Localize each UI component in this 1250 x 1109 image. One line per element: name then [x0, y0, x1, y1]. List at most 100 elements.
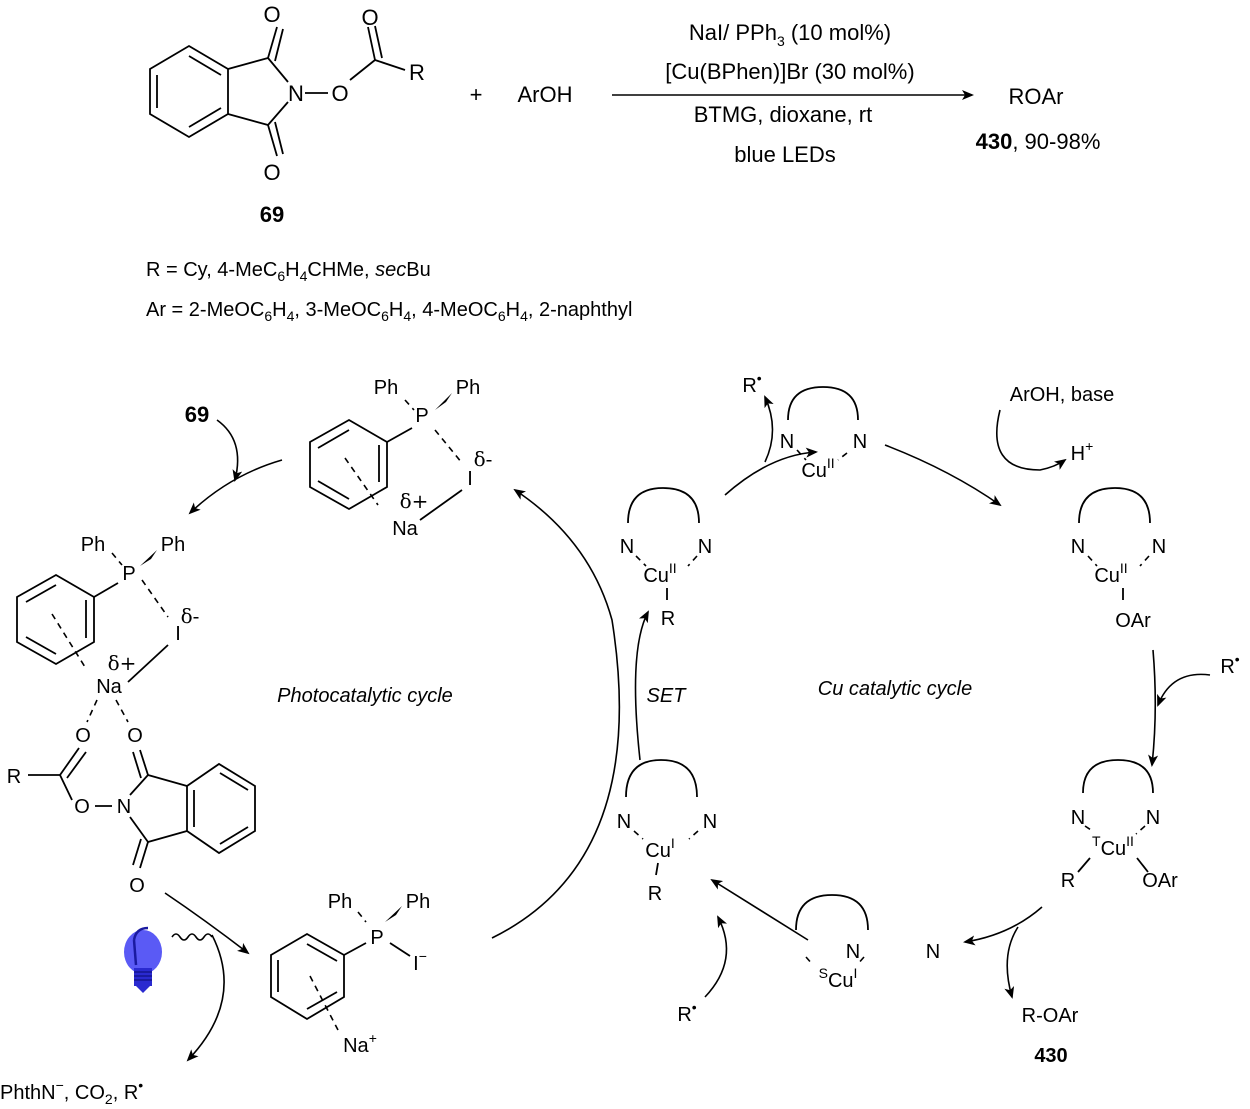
aroh-base-label: ArOH, base: [1010, 384, 1114, 406]
atom-o: O: [74, 796, 90, 818]
cu-cycle-arrow-3: [1148, 649, 1159, 767]
pph3-radical-anion-complex: P Ph Ph I− Na+: [270, 891, 430, 1057]
radical-capture-arrow: [704, 915, 728, 998]
copper-triplet-center: TCuII: [1092, 833, 1134, 860]
aryloxide: OAr: [1115, 610, 1151, 632]
atom-p: P: [370, 927, 383, 949]
set-label: SET: [647, 685, 688, 707]
plus-sign: +: [470, 82, 483, 107]
phenyl-label: Ph: [456, 377, 480, 399]
photocatalytic-cycle-label: Photocatalytic cycle: [277, 685, 453, 707]
proton-release-arrow: [996, 409, 1067, 471]
copper-i-center: CuI: [645, 835, 674, 862]
atom-n: N: [780, 431, 794, 453]
ar-substituents: Ar = 2-MeOC6H4, 3-MeOC6H4, 4-MeOC6H4, 2-…: [146, 299, 632, 324]
atom-o: O: [361, 5, 378, 30]
condition-base-solvent: BTMG, dioxane, rt: [694, 102, 873, 127]
cu-ii-aryloxide-complex: N N CuII OAr: [1071, 487, 1166, 632]
cu-iii-triplet-complex: N N TCuII R OAr: [1061, 759, 1178, 892]
atom-n: N: [853, 431, 867, 453]
atom-n: N: [288, 81, 304, 106]
blue-light-bulb-icon: [124, 926, 162, 993]
set-arrow: [634, 610, 649, 761]
atom-n: N: [620, 536, 634, 558]
atom-na: Na: [96, 676, 122, 698]
r-substituents: R = Cy, 4-MeC6H4CHMe, secBu: [146, 259, 431, 284]
atom-p: P: [122, 563, 135, 585]
partial-negative-charge: δ-: [181, 604, 200, 628]
cu-i-alkyl-complex: N N CuI R: [617, 759, 717, 905]
atom-na: Na: [392, 518, 418, 540]
atom-n: N: [1071, 807, 1085, 829]
pph3-nai-complex-top: P Ph Ph I δ- δ+ Na: [309, 377, 493, 540]
pph3-nai-69-complex: P Ph Ph I δ- δ+ Na O O R O N O: [7, 534, 256, 897]
product-yield: 430, 90-98%: [976, 129, 1101, 154]
photo-cycle-return-arrow: [491, 488, 621, 939]
atom-o: O: [129, 875, 145, 897]
condition-cu-catalyst: [Cu(BPhen)]Br (30 mol%): [665, 59, 914, 84]
radical-capture-arrow: [1157, 673, 1211, 707]
product-r-oar: R-OAr: [1022, 1005, 1079, 1027]
radical-r: R•: [742, 370, 761, 397]
atom-n: N: [846, 941, 860, 963]
compound-number-69: 69: [260, 202, 284, 227]
byproducts-label: PhthN−, CO2, R•: [0, 1077, 143, 1107]
atom-o: O: [127, 725, 143, 747]
atom-n: N: [926, 941, 940, 963]
condition-light: blue LEDs: [734, 142, 836, 167]
atom-o: O: [75, 725, 91, 747]
input-69-label: 69: [185, 402, 209, 427]
cu-i-singlet-complex: N N SCuI: [795, 894, 940, 992]
atom-p: P: [415, 405, 428, 427]
copper-ii-center: CuII: [1094, 560, 1127, 587]
cu-cycle-arrow-4: [963, 906, 1043, 946]
phenyl-label: Ph: [328, 891, 352, 913]
copper-i-singlet-center: SCuI: [819, 965, 858, 992]
product-roar: ROAr: [1009, 84, 1064, 109]
byproduct-arrow: [186, 934, 225, 1062]
compound-69-structure: O O N O O R: [149, 2, 425, 185]
proton: H+: [1071, 438, 1094, 465]
coreactant-aroh: ArOH: [518, 82, 573, 107]
radical-r: R•: [677, 999, 696, 1026]
atom-o: O: [331, 81, 348, 106]
cu-ii-alkyl-complex: N N CuII R: [620, 487, 712, 630]
radical-r: R•: [1220, 651, 1239, 678]
partial-positive-charge: δ+: [108, 651, 137, 675]
cu-cycle-arrow-1: [724, 447, 818, 496]
condition-nai-pph3: NaI/ PPh3 (10 mol%): [689, 20, 891, 49]
phenyl-label: Ph: [161, 534, 185, 556]
partial-negative-charge: δ-: [474, 447, 493, 471]
aryloxide: OAr: [1142, 870, 1178, 892]
input-69-arrow: [216, 419, 243, 482]
atom-r: R: [7, 766, 21, 788]
atom-n: N: [1071, 536, 1085, 558]
cu-cycle-arrow-5: [710, 878, 809, 941]
atom-r: R: [1061, 870, 1075, 892]
atom-o: O: [263, 160, 280, 185]
atom-r: R: [409, 60, 425, 85]
iodide-anion: I−: [413, 948, 427, 975]
phenyl-label: Ph: [374, 377, 398, 399]
copper-ii-center: CuII: [643, 560, 676, 587]
radical-release-arrow: [764, 395, 774, 463]
phenyl-label: Ph: [81, 534, 105, 556]
cycle-arrow-photo-2: [164, 892, 250, 955]
copper-ii-center: CuII: [801, 455, 834, 482]
phenyl-label: Ph: [406, 891, 430, 913]
cycle-arrow-photo-1: [188, 459, 283, 515]
atom-n: N: [117, 796, 131, 818]
atom-n: N: [1146, 807, 1160, 829]
atom-o: O: [263, 2, 280, 27]
atom-r: R: [648, 883, 662, 905]
cu-ii-complex: N N CuII: [780, 386, 867, 482]
atom-n: N: [1152, 536, 1166, 558]
atom-r: R: [661, 608, 675, 630]
light-wavy-line: [171, 933, 213, 941]
product-number-430: 430: [1034, 1045, 1067, 1067]
atom-i: I: [467, 468, 473, 490]
sodium-cation: Na+: [343, 1030, 377, 1057]
atom-i: I: [175, 623, 181, 645]
cu-catalytic-cycle-label: Cu catalytic cycle: [818, 678, 973, 700]
